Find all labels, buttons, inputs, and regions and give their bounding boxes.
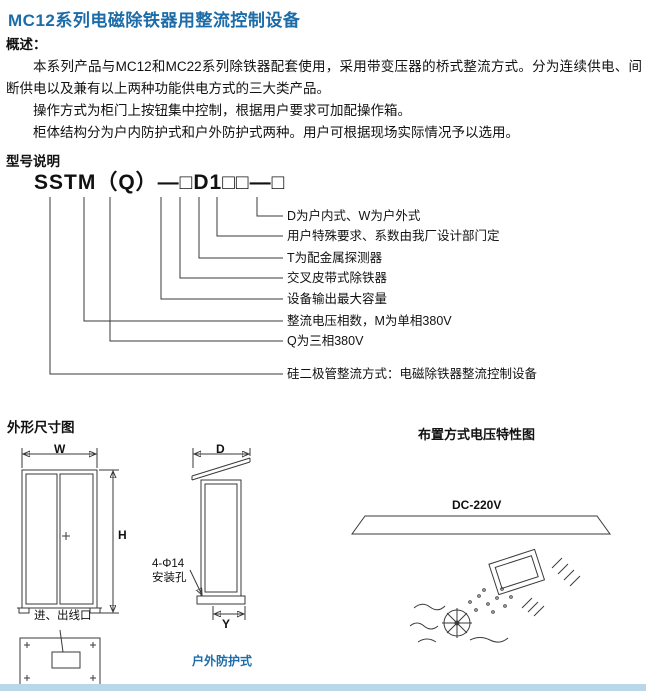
model-callout-rectifier: 硅二极管整流方式：电磁除铁器整流控制设备 bbox=[287, 367, 538, 381]
side-view bbox=[189, 448, 251, 620]
overview-paragraph-2: 操作方式为柜门上按钮集中控制，根据用户要求可加配操作箱。 bbox=[33, 103, 411, 118]
overview-paragraph-3: 柜体结构分为户内防护式和户外防护式两种。用户可根据现场实际情况予以选用。 bbox=[33, 125, 519, 140]
outline-heading: 外形尺寸图 bbox=[7, 420, 75, 435]
dimension-d-label: D bbox=[216, 442, 225, 456]
footer-accent-bar bbox=[0, 684, 646, 691]
model-callout-special: 用户特殊要求、系数由我厂设计部门定 bbox=[287, 229, 500, 243]
dc-voltage-label: DC-220V bbox=[452, 498, 502, 512]
model-callout-phase-m: 整流电压相数，M为单相380V bbox=[287, 314, 452, 328]
model-callout-lines bbox=[49, 197, 283, 375]
overview-heading: 概述： bbox=[6, 37, 47, 52]
outline-dimension-drawing bbox=[17, 448, 611, 686]
mount-hole-label-text: 安装孔 bbox=[152, 572, 187, 584]
dimension-y-label: Y bbox=[222, 617, 231, 631]
mount-hole-label-size: 4-Φ14 bbox=[152, 558, 185, 570]
model-code: SSTM（Q）—□D1□□—□ bbox=[34, 171, 286, 194]
layout-sketch bbox=[409, 548, 581, 643]
layout-chart-heading: 布置方式电压特性图 bbox=[418, 427, 536, 442]
dimension-w-label: W bbox=[54, 442, 66, 456]
model-callout-crossbelt: 交叉皮带式除铁器 bbox=[287, 271, 388, 285]
overview-section: 概述： 本系列产品与MC12和MC22系列除铁器配套使用，采用带变压器的桥式整流… bbox=[6, 33, 642, 144]
inlet-outlet-label: 进、出线口 bbox=[34, 610, 92, 622]
model-heading: 型号说明 bbox=[6, 154, 60, 169]
front-view bbox=[17, 448, 119, 614]
arrangement-beam bbox=[351, 515, 611, 535]
outdoor-type-label: 户外防护式 bbox=[192, 654, 253, 668]
model-callout-phase-q: Q为三相380V bbox=[287, 334, 364, 348]
model-callout-detector: T为配金属探测器 bbox=[287, 251, 383, 265]
page-title: MC12系列电磁除铁器用整流控制设备 bbox=[8, 11, 301, 30]
dimension-h-label: H bbox=[118, 528, 127, 542]
bottom-view bbox=[19, 629, 101, 686]
model-callout-enclosure: D为户内式、W为户外式 bbox=[287, 209, 421, 223]
model-callout-capacity: 设备输出最大容量 bbox=[287, 292, 388, 306]
overview-paragraph-1: 本系列产品与MC12和MC22系列除铁器配套使用，采用带变压器的桥式整流方式。分… bbox=[6, 59, 642, 96]
